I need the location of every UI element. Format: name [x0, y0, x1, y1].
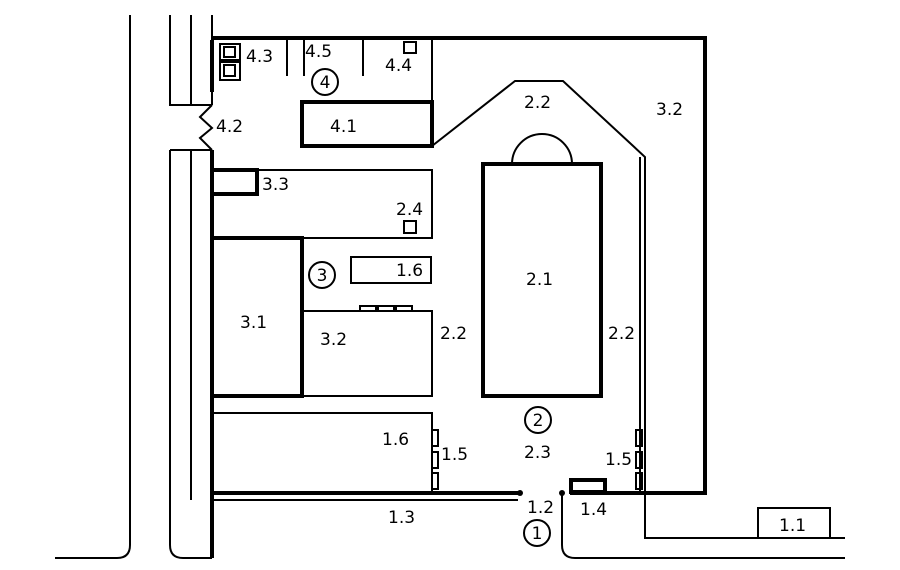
- gate-post-right: [559, 490, 565, 496]
- divider-3-3: [212, 169, 433, 239]
- label-1-5-left: 1.5: [441, 445, 468, 465]
- west-wall: [169, 15, 214, 559]
- zone-marker-3: 3: [308, 261, 336, 289]
- road-edge-south: [561, 493, 845, 559]
- label-2-2-top: 2.2: [524, 93, 551, 113]
- label-1-1: 1.1: [779, 516, 806, 536]
- zone-marker-4: 4: [311, 68, 339, 96]
- gate-post-left: [517, 490, 523, 496]
- label-4-2: 4.2: [216, 117, 243, 137]
- vents-1-5-left: [431, 429, 439, 490]
- zone-marker-2: 2: [524, 406, 552, 434]
- block-1-4: [569, 478, 607, 494]
- label-1-6-top: 1.6: [396, 261, 423, 281]
- room-4-partitions: [219, 38, 433, 102]
- block-1-1: [757, 507, 831, 539]
- road-edge-east: [644, 493, 845, 539]
- label-1-6-bottom: 1.6: [382, 430, 409, 450]
- zone-2-2-outline: [431, 80, 646, 493]
- label-4-5: 4.5: [305, 42, 332, 62]
- label-1-3: 1.3: [388, 508, 415, 528]
- block-1-6-bottom: [212, 412, 433, 493]
- label-3-2-center: 3.2: [320, 330, 347, 350]
- zone-marker-1: 1: [523, 519, 551, 547]
- label-4-1: 4.1: [330, 117, 357, 137]
- label-4-3: 4.3: [246, 47, 273, 67]
- block-3-3: [210, 168, 259, 196]
- block-1-6-top: [350, 256, 432, 284]
- label-4-4: 4.4: [385, 56, 412, 76]
- svg-text:1: 1: [532, 524, 543, 544]
- vents-3-2: [359, 305, 413, 312]
- apse-2-1: [511, 133, 573, 165]
- label-1-5-right: 1.5: [605, 450, 632, 470]
- entrance-zigzag: [198, 104, 214, 151]
- svg-text:3: 3: [317, 266, 328, 286]
- block-4-1: [300, 100, 434, 148]
- svg-text:4: 4: [320, 73, 331, 93]
- label-2-3: 2.3: [524, 443, 551, 463]
- label-1-2: 1.2: [527, 498, 554, 518]
- road-edge-left: [55, 15, 131, 559]
- block-3-2: [301, 310, 433, 397]
- label-2-2-right: 2.2: [608, 324, 635, 344]
- block-2-1: [481, 162, 603, 398]
- label-3-1: 3.1: [240, 313, 267, 333]
- label-3-3: 3.3: [262, 175, 289, 195]
- vents-1-5-right: [635, 429, 643, 490]
- label-2-1: 2.1: [526, 270, 553, 290]
- small-box-2-4: [403, 220, 417, 234]
- label-2-2-left: 2.2: [440, 324, 467, 344]
- svg-text:2: 2: [533, 411, 544, 431]
- north-east-outline-2: [212, 36, 707, 495]
- label-3-2-top-right: 3.2: [656, 100, 683, 120]
- label-2-4: 2.4: [396, 200, 423, 220]
- label-1-4: 1.4: [580, 500, 607, 520]
